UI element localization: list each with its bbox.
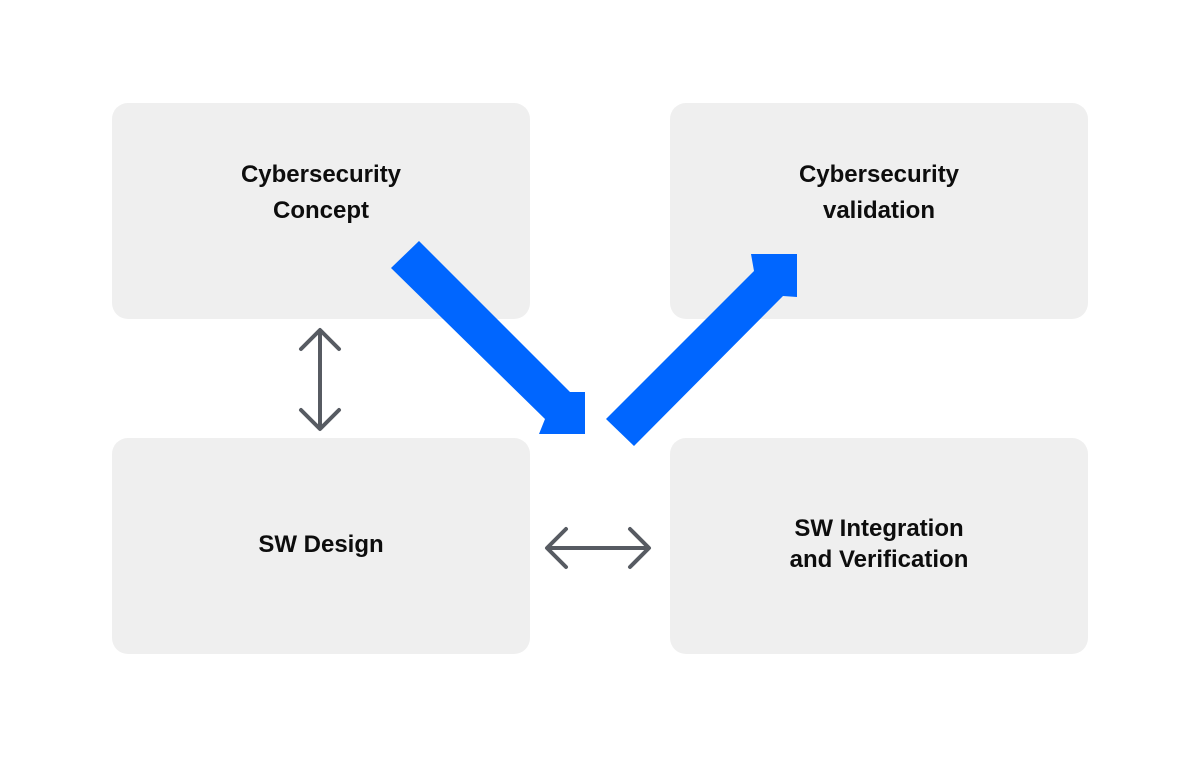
- cybersecurity-validation-label: Cybersecurity validation: [798, 161, 960, 224]
- vertical-double-arrow-icon: [299, 328, 341, 431]
- sw-design-box: SW Design: [112, 438, 530, 654]
- cybersecurity-validation-box: Cybersecurity validation: [670, 103, 1088, 319]
- sw-design-label: SW Design: [258, 531, 384, 558]
- sw-integration-verification-label: SW Integration and Verification: [789, 515, 969, 573]
- cybersecurity-concept-label: Cybersecurity Concept: [240, 161, 402, 224]
- horizontal-double-arrow-icon: [545, 527, 651, 569]
- cybersecurity-concept-box: Cybersecurity Concept: [112, 103, 530, 319]
- sw-integration-verification-box: SW Integration and Verification: [670, 438, 1088, 654]
